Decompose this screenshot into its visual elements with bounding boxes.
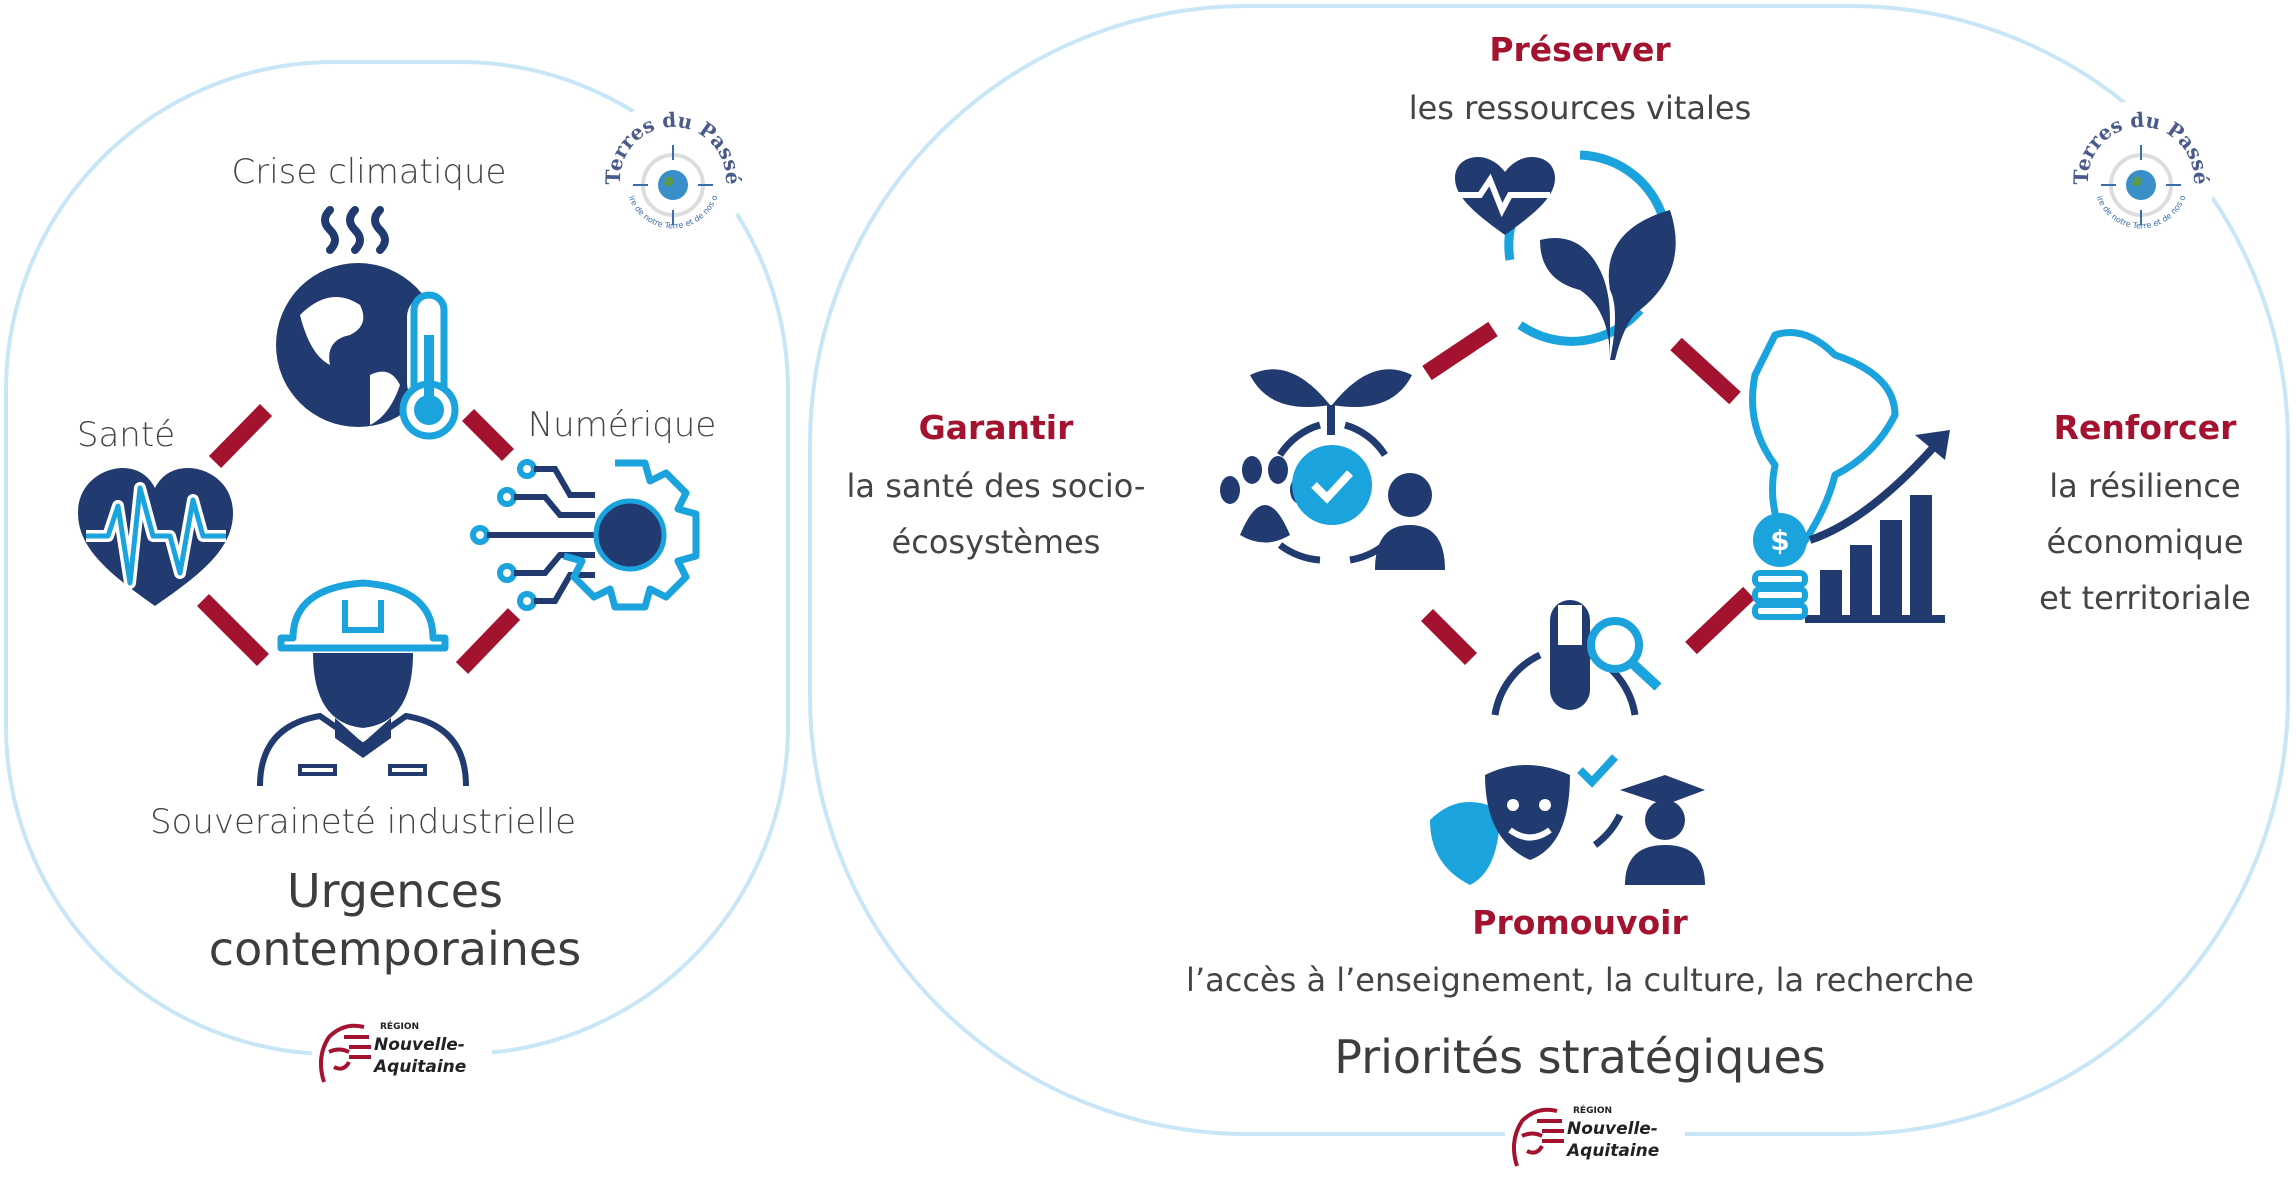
region-name-line1: Nouvelle- [374,1035,465,1055]
region-name: Nouvelle- Aquitaine [374,1034,466,1078]
connector [196,593,270,667]
desc-renforcer-line3: et territoriale [2039,579,2251,617]
desc-garantir-line2: écosystèmes [891,523,1101,561]
left-title-line1: Urgences [287,864,503,918]
heartbeat-icon [78,468,233,606]
connector [1420,608,1478,666]
label-crise-climatique: Crise climatique [231,152,507,192]
left-title: Urgences contemporaines [209,862,581,978]
connector [1670,337,1741,405]
region-nouvelle-aquitaine-logo: RÉGION Nouvelle- Aquitaine [1505,1102,1685,1172]
label-souverainete-industrielle: Souveraineté industrielle [149,802,577,842]
right-title: Priorités stratégiques [1334,1030,1826,1084]
globe-thermometer-icon [276,206,459,440]
left-title-line2: contemporaines [208,922,582,976]
verb-promouvoir: Promouvoir [1472,903,1688,942]
region-nouvelle-aquitaine-logo: RÉGION Nouvelle- Aquitaine [312,1018,492,1088]
desc-renforcer-line2: économique [2046,523,2244,561]
terres-du-passe-logo: Terres du Passé l'histoire de notre Terr… [2063,92,2216,250]
lion-icon [318,1023,371,1083]
region-label: RÉGION [1573,1106,1612,1116]
desc-renforcer: la résilience économique et territoriale [2039,458,2251,626]
label-sante: Santé [76,415,176,455]
region-name-line2: Aquitaine [374,1057,467,1077]
compass-globe-icon: Terres du Passé l'histoire de notre Terr… [2063,92,2213,231]
terres-du-passe-logo: Terres du Passé l'histoire de notre Terr… [595,92,748,250]
connector [1422,321,1498,381]
region-name-line1: Nouvelle- [1567,1119,1658,1139]
label-numerique: Numérique [527,405,717,445]
worker-icon [257,579,469,787]
region-label: RÉGION [380,1022,419,1032]
verb-preserver: Préserver [1489,30,1671,69]
lion-icon [1511,1107,1564,1167]
svg-text:$: $ [1770,524,1789,557]
region-name-line2: Aquitaine [1567,1141,1660,1161]
connector [455,608,521,674]
digital-gear-icon [470,459,700,611]
health-nature-cycle-icon [1450,150,1676,360]
desc-preserver: les ressources vitales [1408,89,1752,127]
plant-animal-person-icon [1220,369,1445,570]
desc-garantir-line1: la santé des socio- [846,467,1146,505]
connector [208,404,273,468]
desc-garantir: la santé des socio- écosystèmes [847,458,1146,570]
region-name: Nouvelle- Aquitaine [1567,1118,1659,1162]
connector [461,408,515,462]
compass-globe-icon: Terres du Passé l'histoire de notre Terr… [595,92,745,231]
verb-garantir: Garantir [918,408,1074,447]
south-america-growth-icon: $ [1749,329,1950,623]
verb-renforcer: Renforcer [2053,408,2237,447]
research-culture-education-icon [1430,600,1705,885]
desc-renforcer-line1: la résilience [2049,467,2241,505]
connector [1685,586,1755,655]
desc-promouvoir: l’accès à l’enseignement, la culture, la… [1186,961,1974,999]
